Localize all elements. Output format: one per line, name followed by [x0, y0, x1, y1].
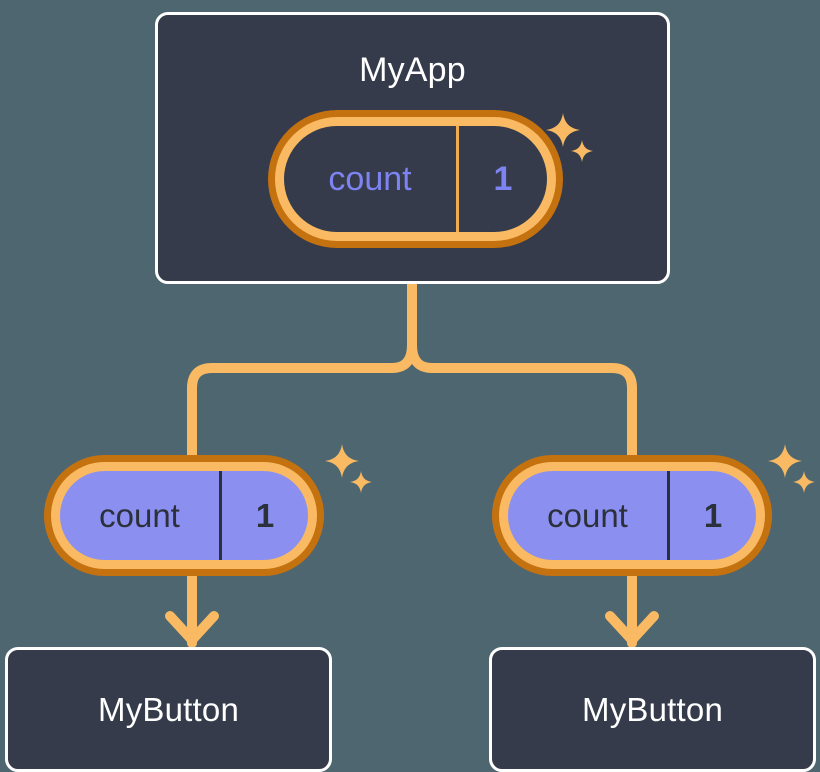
- sparkle-icon: [325, 444, 359, 478]
- pill-outer-ring: count 1: [268, 110, 563, 248]
- state-value-label: 1: [703, 496, 723, 534]
- state-key-label: count: [328, 159, 412, 198]
- wire-to-left-child: [187, 340, 417, 460]
- pill-divider: [456, 126, 459, 232]
- sparkle-icon: [793, 471, 815, 493]
- sparkle-icon: [768, 444, 802, 478]
- pill-inner-ring: count 1: [499, 462, 765, 569]
- pill-inner-ring: count 1: [275, 117, 556, 241]
- state-key-label: count: [99, 496, 180, 534]
- pill-inner-ring: count 1: [51, 462, 317, 569]
- pill-face: count 1: [284, 126, 547, 232]
- sparkle-icon: [571, 140, 593, 162]
- state-key-label: count: [547, 496, 628, 534]
- state-pill-left-count[interactable]: count 1: [44, 455, 324, 576]
- arrow-left-child-to-button: [165, 571, 219, 648]
- sparkle-icon: [350, 471, 372, 493]
- arrow-right-child-to-button: [605, 571, 659, 648]
- pill-divider: [667, 471, 670, 560]
- pill-face: count 1: [60, 471, 308, 560]
- component-card-mybutton-left[interactable]: MyButton: [5, 647, 332, 772]
- component-title-mybutton: MyButton: [582, 690, 723, 728]
- pill-outer-ring: count 1: [492, 455, 772, 576]
- pill-face: count 1: [508, 471, 756, 560]
- pill-outer-ring: count 1: [44, 455, 324, 576]
- state-value-label: 1: [255, 496, 275, 534]
- component-title-myapp: MyApp: [359, 51, 466, 89]
- pill-divider: [219, 471, 222, 560]
- state-value-label: 1: [493, 159, 513, 198]
- wire-to-right-child: [407, 340, 637, 460]
- component-card-mybutton-right[interactable]: MyButton: [489, 647, 816, 772]
- state-pill-right-count[interactable]: count 1: [492, 455, 772, 576]
- component-card-myapp[interactable]: MyApp count 1: [155, 12, 670, 284]
- state-pill-myapp-count[interactable]: count 1: [268, 110, 563, 248]
- component-title-mybutton: MyButton: [98, 690, 239, 728]
